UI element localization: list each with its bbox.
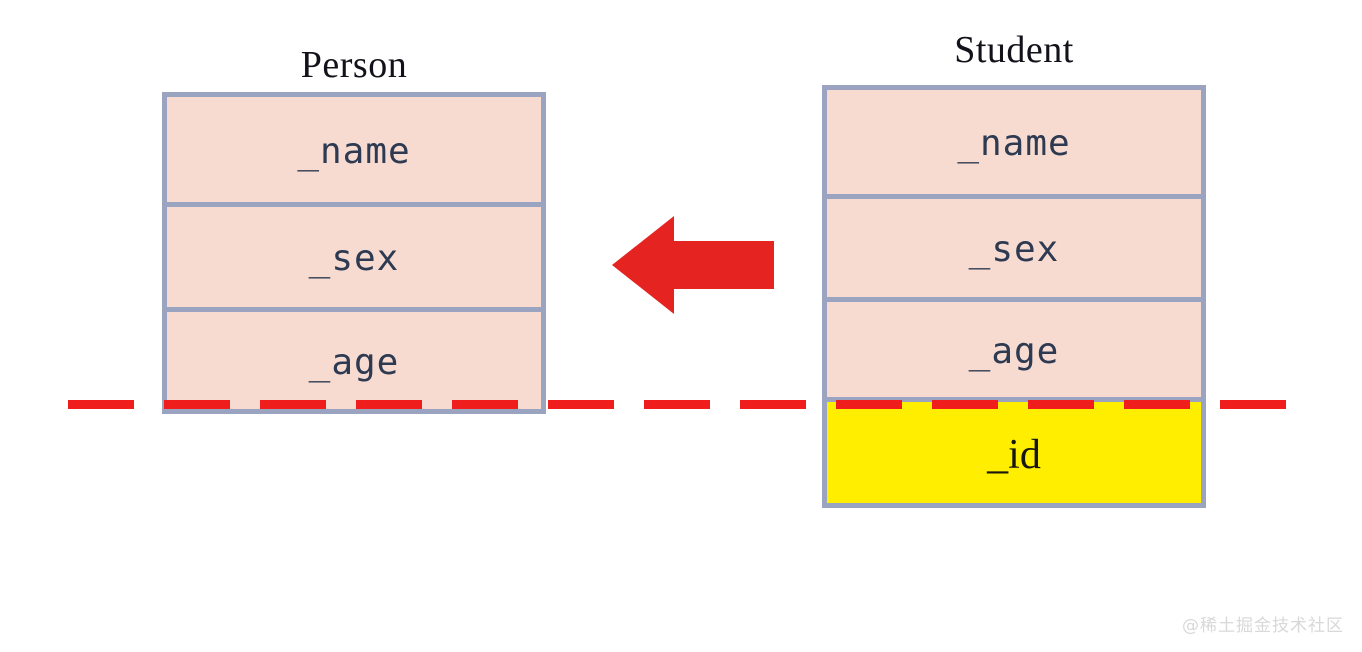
person-class-box: _name _sex _age xyxy=(162,92,546,414)
person-field-age: _age xyxy=(167,312,541,409)
student-field-sex: _sex xyxy=(827,199,1201,302)
inheritance-arrow-left-icon xyxy=(612,216,774,314)
person-field-sex-label: _sex xyxy=(308,238,400,279)
student-field-age: _age xyxy=(827,302,1201,402)
person-field-sex: _sex xyxy=(167,207,541,312)
person-class-title: Person xyxy=(300,44,408,86)
student-class-box: _name _sex _age _id xyxy=(822,85,1206,508)
student-field-id: _id xyxy=(827,402,1201,503)
person-field-age-label: _age xyxy=(308,341,400,383)
student-field-id-label: _id xyxy=(987,431,1041,478)
student-field-age-label: _age xyxy=(968,330,1060,372)
student-field-name: _name xyxy=(827,90,1201,199)
person-field-name-label: _name xyxy=(297,130,411,172)
student-class-title: Student xyxy=(954,29,1074,71)
watermark-text: @稀土掘金技术社区 xyxy=(1182,616,1344,636)
student-field-name-label: _name xyxy=(957,123,1071,164)
person-field-name: _name xyxy=(167,97,541,207)
dashed-separator-line xyxy=(68,400,1300,409)
student-field-sex-label: _sex xyxy=(968,229,1060,270)
